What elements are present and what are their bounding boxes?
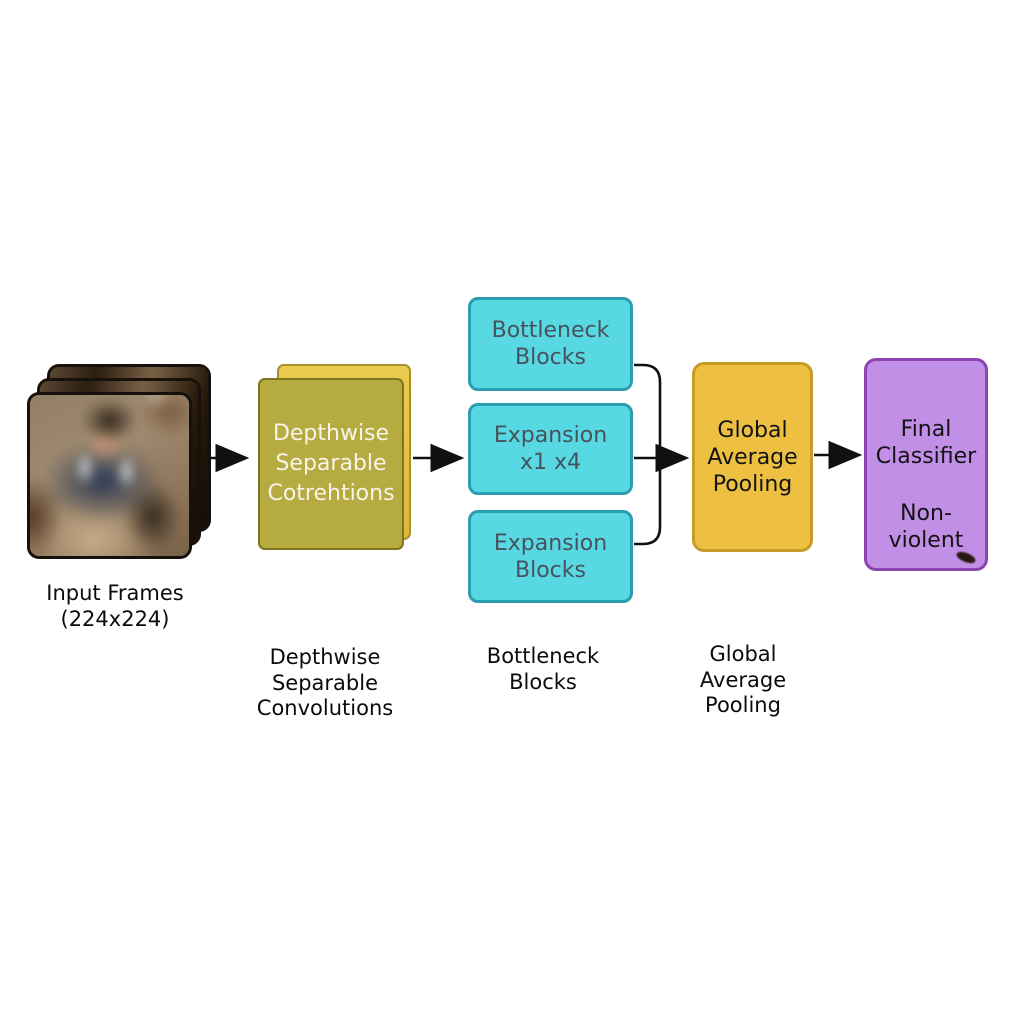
global-average-pooling-box: Global Average Pooling xyxy=(692,362,813,552)
final-classifier-box: Final Classifier Non- violent xyxy=(864,358,988,571)
expansion-blocks-line1: Expansion xyxy=(493,530,608,556)
dsc-box-line2: Separable xyxy=(275,451,387,476)
final-classifier-line1: Final xyxy=(900,417,952,442)
gap-box-line2: Average xyxy=(707,444,798,470)
bottleneck-blocks-box: Bottleneck Blocks xyxy=(468,297,633,391)
gap-caption-line1: Global xyxy=(709,642,777,666)
dsc-box-line1: Depthwise xyxy=(272,421,390,446)
gap-caption-line3: Pooling xyxy=(705,693,781,717)
gap-caption-line2: Average xyxy=(699,667,787,692)
bottleneck-blocks-line2: Blocks xyxy=(515,345,586,370)
bottleneck-caption-line2: Blocks xyxy=(509,669,577,694)
expansion-blocks-line2: Blocks xyxy=(515,557,586,583)
gap-box-line3: Pooling xyxy=(712,471,793,497)
expansion-x1x4-line2: x1 x4 xyxy=(519,450,582,475)
input-caption: Input Frames (224x224) xyxy=(10,581,220,632)
bottleneck-blocks-line1: Bottleneck xyxy=(491,318,610,343)
expansion-x1x4-box: Expansion x1 x4 xyxy=(468,403,633,495)
input-caption-line1: Input Frames xyxy=(46,581,184,605)
dsc-caption-line1: Depthwise xyxy=(269,645,381,669)
dsc-box-line3: Cotrehtions xyxy=(267,481,395,506)
bottleneck-caption-line1: Bottleneck xyxy=(486,644,600,668)
input-frame-front-image xyxy=(30,395,189,556)
expansion-blocks-box: Expansion Blocks xyxy=(468,510,633,603)
classifier-result-line1: Non- xyxy=(900,501,952,526)
gap-box-line1: Global xyxy=(717,417,788,443)
classifier-result: Non- violent xyxy=(889,500,964,554)
bottleneck-caption: Bottleneck Blocks xyxy=(458,644,628,695)
dsc-caption-line3: Convolutions xyxy=(256,696,394,720)
gap-caption: Global Average Pooling xyxy=(668,642,818,719)
skip-connection-path xyxy=(634,363,662,546)
expansion-x1x4-line1: Expansion xyxy=(493,423,608,448)
classifier-result-line2: violent xyxy=(888,528,964,553)
final-classifier-label: Final Classifier xyxy=(876,416,976,470)
dsc-caption-line2: Separable xyxy=(271,670,379,695)
dsc-box: Depthwise Separable Cotrehtions xyxy=(258,378,404,550)
input-caption-line2: (224x224) xyxy=(60,606,170,631)
input-frame-front xyxy=(27,392,192,559)
final-classifier-line2: Classifier xyxy=(875,444,977,469)
dsc-caption: Depthwise Separable Convolutions xyxy=(230,645,420,722)
